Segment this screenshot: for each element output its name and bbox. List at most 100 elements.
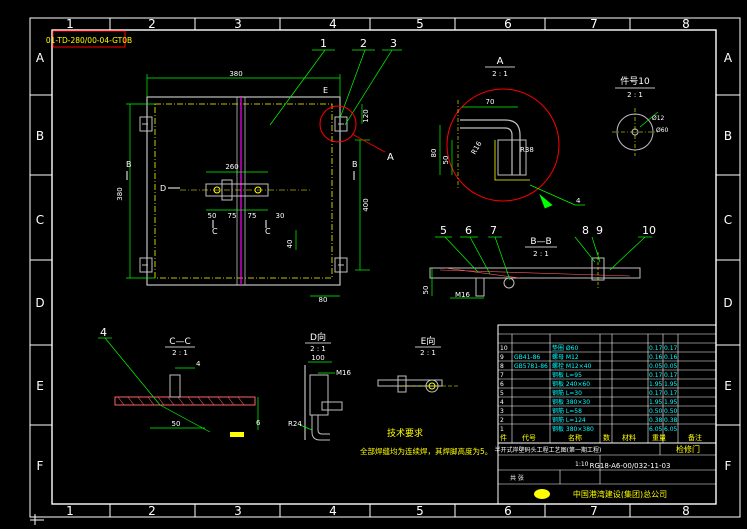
plate-centerline-box xyxy=(154,103,333,279)
label-A-leader: A xyxy=(387,152,394,163)
label-C: C xyxy=(212,227,218,236)
detail-A-scale: 2 : 1 xyxy=(492,70,508,78)
label-E: E xyxy=(323,86,328,95)
section-CC-title: C—C xyxy=(169,337,191,347)
section-CC: C—C 2 : 1 4 50 4 6 xyxy=(98,326,261,437)
company-logo-icon xyxy=(534,489,550,499)
callout-5: 5 xyxy=(440,224,447,237)
tech-req-text: 全部焊缝均为连续焊，其焊脚高度为5。 xyxy=(360,446,492,456)
bom-name: 钢板 380×30 xyxy=(552,398,590,406)
dim-right-small: 120 xyxy=(362,109,370,122)
col-label: 5 xyxy=(416,17,424,31)
row-label: F xyxy=(725,459,732,473)
bom-no: 7 xyxy=(500,372,504,379)
row-label: E xyxy=(724,379,732,393)
label-4: 4 xyxy=(576,197,581,205)
dim-75: 75 xyxy=(248,212,257,220)
callout-2: 2 xyxy=(360,37,367,50)
bom-w: 6.05 xyxy=(649,426,663,433)
callout-6: 6 xyxy=(465,224,472,237)
dim-M16: M16 xyxy=(455,291,470,299)
bom-w: 0.17 xyxy=(649,345,663,352)
bom-header-no: 件 xyxy=(500,433,507,442)
bom-name: 钢板 L=95 xyxy=(552,371,582,379)
col-label: 6 xyxy=(504,504,512,518)
detail-A: A 2 : 1 70 R38 R16 80 50 4 xyxy=(430,56,585,209)
col-label: 6 xyxy=(504,17,512,31)
bom-name: 钢板 380×380 xyxy=(552,425,594,433)
bom-w: 0.05 xyxy=(664,363,678,370)
callout-9: 9 xyxy=(596,224,603,237)
dim-50: 50 xyxy=(208,212,217,220)
company-name: 中国港湾建设(集团)总公司 xyxy=(573,489,667,499)
drawing-code-box xyxy=(52,30,126,48)
outer-border xyxy=(29,17,741,518)
view-D: D向 2 : 1 100 M16 R24 xyxy=(288,331,351,441)
col-label: 7 xyxy=(590,17,598,31)
dim-R24: R24 xyxy=(288,420,302,428)
bom-table: 10 垫圈 Ø60 0.17 0.17 9 GB41-86 螺母 M12 0.1… xyxy=(497,324,717,444)
bom-no: 4 xyxy=(500,399,504,406)
bom-name: 钢筋 L=30 xyxy=(552,389,582,397)
col-label: 8 xyxy=(682,504,690,518)
sheet-label: 共 张 xyxy=(510,474,524,482)
callout-1: 1 xyxy=(320,37,327,50)
dim-30: 30 xyxy=(276,212,285,220)
dim-washer: Ø60 xyxy=(656,127,669,134)
dim-50: 50 xyxy=(442,156,450,165)
bom-name: 钢筋 L=58 xyxy=(552,407,582,415)
col-label: 4 xyxy=(329,17,337,31)
callout-10: 10 xyxy=(642,224,656,237)
bom-no: 9 xyxy=(500,354,504,361)
dim-50: 50 xyxy=(172,420,181,428)
inner-border xyxy=(51,29,717,505)
bom-w: 0.38 xyxy=(664,417,678,424)
bom-w: 0.50 xyxy=(649,408,663,415)
bom-no: 10 xyxy=(500,345,508,352)
callout-3: 3 xyxy=(390,37,397,50)
detail-10-scale: 2 : 1 xyxy=(627,91,643,99)
callout-8: 8 xyxy=(582,224,589,237)
view-D-scale: 2 : 1 xyxy=(310,345,326,353)
col-label: 1 xyxy=(66,504,74,518)
bom-w: 0.16 xyxy=(649,354,663,361)
detail-circle-A xyxy=(319,105,357,143)
detail-10-title: 件号10 xyxy=(620,75,650,87)
dim-50: 50 xyxy=(422,286,430,295)
bom-w: 0.05 xyxy=(649,363,663,370)
weld-symbol xyxy=(230,432,244,437)
bom-name: 螺栓 M12×40 xyxy=(552,362,592,370)
dim-height: 380 xyxy=(116,187,124,200)
bom-header-name: 名称 xyxy=(568,433,582,442)
bom-no: 1 xyxy=(500,426,504,433)
bom-name: 钢板 240×60 xyxy=(552,380,590,388)
callout-4: 4 xyxy=(100,326,107,339)
row-label: E xyxy=(36,379,44,393)
bom-w: 0.16 xyxy=(664,354,678,361)
drawing-frame: 1 2 3 4 5 6 7 8 1 2 3 4 5 6 7 8 A B C D … xyxy=(29,17,741,518)
dim-M16: M16 xyxy=(336,369,351,377)
bom-code: GB5781-86 xyxy=(514,363,548,370)
bom-w: 1.95 xyxy=(649,399,663,406)
bom-name: 螺母 M12 xyxy=(552,353,579,361)
bom-name: 钢筋 L=124 xyxy=(552,416,586,424)
bom-w: 0.50 xyxy=(664,408,678,415)
bom-w: 0.17 xyxy=(649,390,663,397)
label-B: B xyxy=(352,160,358,169)
bom-no: 5 xyxy=(500,390,504,397)
col-label: 7 xyxy=(590,504,598,518)
dim-40: 40 xyxy=(286,240,294,249)
row-label: A xyxy=(724,51,733,65)
detail-A-title: A xyxy=(497,56,504,67)
label-D: D xyxy=(160,184,166,193)
dim-260: 260 xyxy=(225,163,238,171)
callout-7: 7 xyxy=(490,224,497,237)
drawing-code-text: 01-TD-280/00-04-GT0B xyxy=(46,36,132,45)
bom-w: 6.05 xyxy=(664,426,678,433)
section-BB-title: B—B xyxy=(530,237,551,247)
plate-outline xyxy=(146,96,341,286)
bom-w: 0.17 xyxy=(664,345,678,352)
scale-label: 1:10 xyxy=(575,461,589,468)
tech-req-title: 技术要求 xyxy=(387,427,423,439)
